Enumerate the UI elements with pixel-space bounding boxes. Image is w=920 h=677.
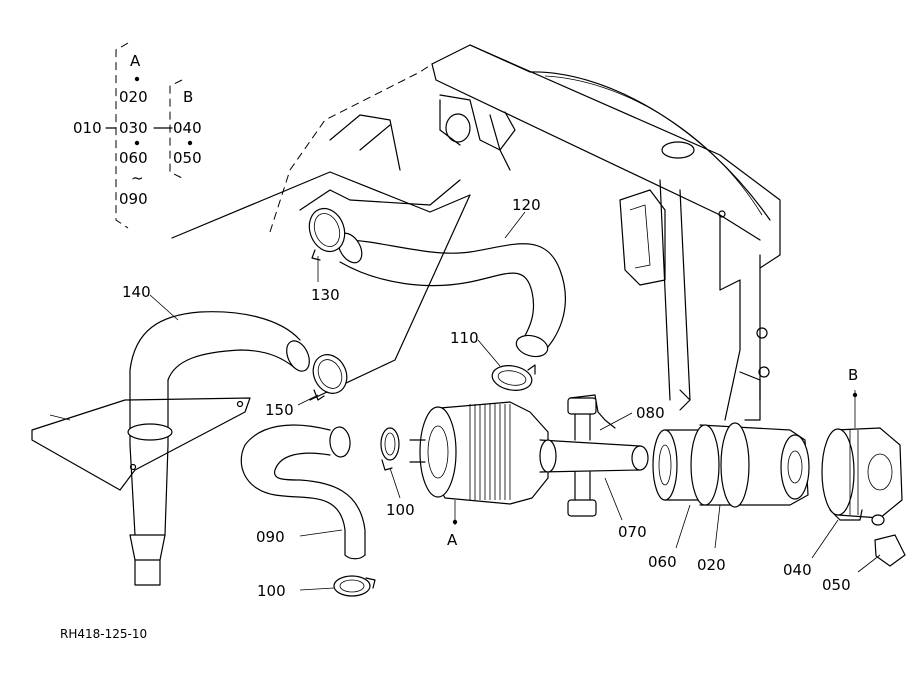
mounting-plate — [171, 171, 471, 401]
legend-a-1: 020 — [119, 88, 148, 106]
callout-060: 060 — [648, 553, 677, 571]
callout-040: 040 — [783, 561, 812, 579]
callout-110: 110 — [450, 329, 479, 347]
callout-130: 130 — [311, 286, 340, 304]
clamp-150 — [312, 354, 348, 401]
callout-020: 020 — [697, 556, 726, 574]
legend-b-1: 040 — [173, 119, 202, 137]
callout-050: 050 — [822, 576, 851, 594]
clamp-100a — [380, 427, 400, 471]
bracket-plate — [31, 397, 251, 586]
clamp-130 — [308, 207, 346, 261]
callout-120: 120 — [512, 196, 541, 214]
clamp-100b — [333, 575, 376, 597]
legend-a-5: 090 — [119, 190, 148, 208]
callout-labels: 120 130 140 110 150 080 100 090 100 A 07… — [122, 196, 858, 600]
clamp-110 — [491, 364, 536, 391]
frame-assembly — [269, 44, 781, 421]
housing-020 — [690, 422, 810, 508]
callout-b: B — [848, 366, 858, 384]
legend-a-3: 060 — [119, 149, 148, 167]
legend-a-4: ~ — [131, 169, 144, 187]
legend-tree: 010 A 020 030 060 ~ 090 B 040 050 — [73, 42, 202, 229]
callout-a: A — [447, 531, 458, 549]
callout-100-upper: 100 — [386, 501, 415, 519]
tube-070 — [539, 439, 649, 473]
legend-bracket-a — [115, 42, 129, 229]
callout-090: 090 — [256, 528, 285, 546]
band-080 — [567, 394, 616, 517]
legend-b-0: B — [183, 88, 193, 106]
leader-lines — [149, 211, 881, 591]
drawing-code: RH418-125-10 — [60, 627, 147, 641]
legend-b-2: 050 — [173, 149, 202, 167]
legend-root: 010 — [73, 119, 102, 137]
legend-a-0: A — [130, 52, 141, 70]
legend-a-2: 030 — [119, 119, 148, 137]
legend-bracket-b — [169, 79, 183, 179]
callout-080: 080 — [636, 404, 665, 422]
callout-100-lower: 100 — [257, 582, 286, 600]
air-cleaner-body-a — [409, 401, 549, 505]
callout-070: 070 — [618, 523, 647, 541]
hose-090 — [240, 424, 366, 560]
valve-050 — [871, 514, 906, 567]
cover-040-b — [821, 427, 903, 521]
callout-150: 150 — [265, 401, 294, 419]
callout-140: 140 — [122, 283, 151, 301]
